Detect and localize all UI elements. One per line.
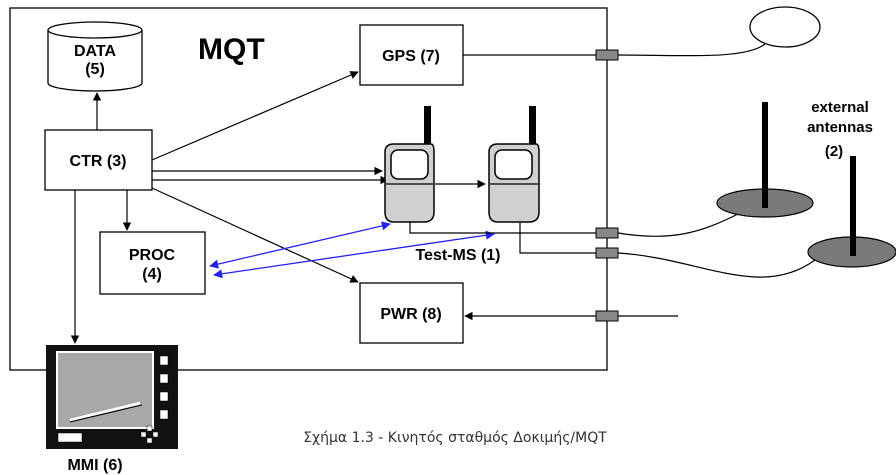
mqt-title: MQT: [198, 33, 265, 66]
proc-label: PROC: [129, 247, 176, 264]
gps-antenna: [749, 6, 821, 48]
external-wires: [617, 43, 816, 278]
external-antennas-label-line2: antennas: [807, 119, 873, 136]
ctr-label: CTR (3): [70, 153, 127, 170]
gps-label: GPS (7): [382, 48, 440, 65]
mmi-label: MMI (6): [67, 457, 122, 474]
external-antenna-2: [807, 156, 896, 268]
proc-number: (4): [142, 266, 162, 283]
test-ms-1: [384, 106, 435, 223]
data-number: (5): [85, 61, 105, 78]
data-label: DATA: [74, 43, 117, 60]
connector-gps: [595, 49, 619, 61]
figure-caption: Σχήμα 1.3 - Κινητός σταθμός Δοκιμής/MQT: [303, 430, 607, 446]
proc-box: [99, 231, 206, 295]
mmi-terminal: [46, 345, 178, 449]
link-proc-ms2: [213, 230, 495, 279]
wire-antenna-1: [617, 213, 739, 237]
connector-antenna-2: [595, 247, 619, 259]
connector-power: [595, 310, 619, 322]
proc-ms-links: [209, 221, 495, 279]
test-ms-2: [488, 106, 540, 223]
link-proc-ms1: [209, 221, 391, 269]
external-antenna-1: [716, 102, 814, 218]
data-store: DATA (5): [47, 21, 143, 92]
test-ms-label: Test-MS (1): [415, 247, 500, 264]
external-antennas-label-line1: external: [811, 99, 869, 116]
wire-gps-antenna: [617, 43, 766, 57]
wire-antenna-2: [617, 252, 816, 278]
external-antennas-number: (2): [825, 143, 843, 160]
ms-cables: [409, 54, 678, 321]
arrow-ctr-to-gps: [151, 71, 359, 161]
pwr-box: [359, 282, 464, 344]
ctr-box: [44, 129, 153, 191]
mqt-frame: [9, 7, 608, 371]
pwr-label: PWR (8): [380, 306, 441, 323]
connector-antenna-1: [595, 227, 619, 239]
